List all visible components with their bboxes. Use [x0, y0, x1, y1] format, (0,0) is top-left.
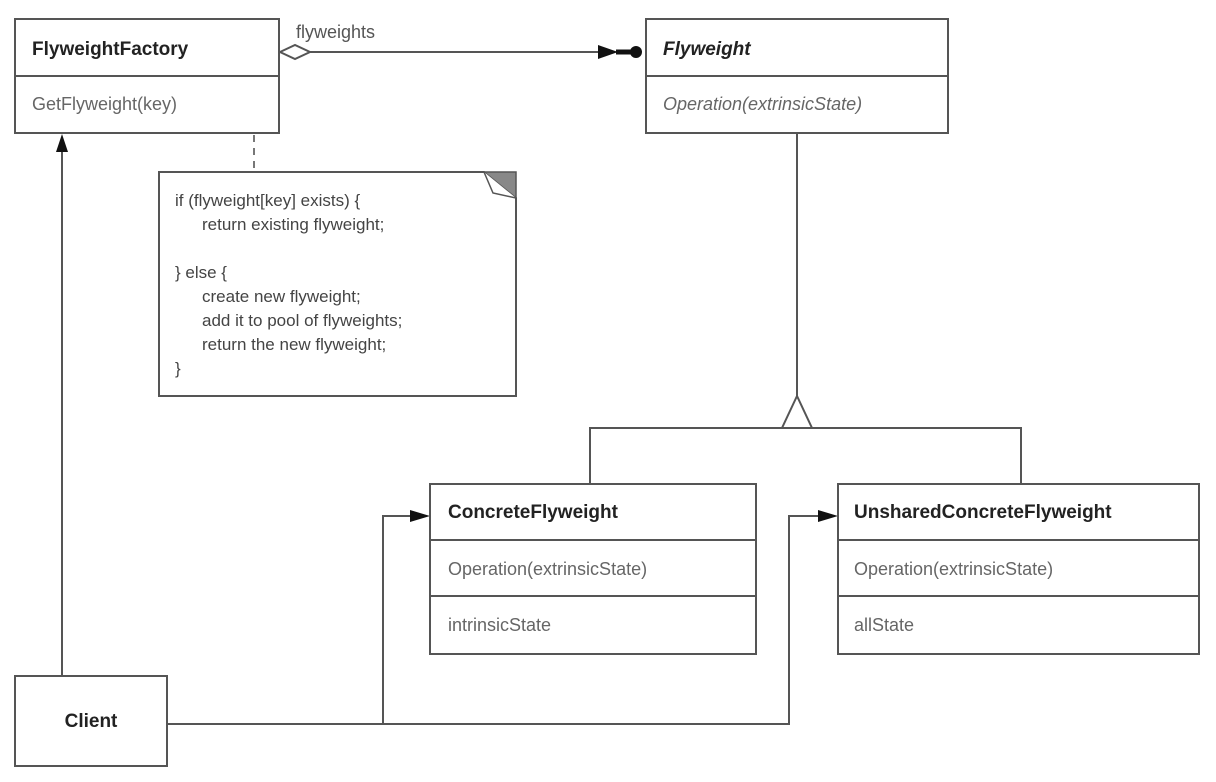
operation-get-flyweight: GetFlyweight(key) — [32, 94, 177, 114]
note-line-7: return the new flyweight; — [202, 335, 386, 354]
operation-operation: Operation(extrinsicState) — [448, 559, 647, 579]
generalization-branches — [589, 427, 1022, 484]
arrowhead-icon — [818, 510, 838, 522]
note-line-5: create new flyweight; — [202, 287, 361, 306]
association-client-factory — [56, 134, 68, 676]
generalization-tree — [589, 134, 1022, 484]
operation-operation: Operation(extrinsicState) — [854, 559, 1053, 579]
class-name: ConcreteFlyweight — [448, 502, 619, 523]
attribute-intrinsic-state: intrinsicState — [448, 615, 551, 635]
note-line-2: return existing flyweight; — [202, 215, 384, 234]
note-line-1: if (flyweight[key] exists) { — [175, 191, 360, 210]
class-concrete-flyweight[interactable]: ConcreteFlyweight Operation(extrinsicSta… — [429, 483, 757, 655]
class-unshared-concrete-flyweight[interactable]: UnsharedConcreteFlyweight Operation(extr… — [837, 483, 1200, 655]
note-fold-flap — [483, 171, 517, 199]
class-name: Flyweight — [663, 39, 751, 60]
association-line-concrete — [382, 515, 412, 724]
class-name: UnsharedConcreteFlyweight — [854, 502, 1112, 523]
note-get-flyweight: if (flyweight[key] exists) { return exis… — [158, 171, 517, 397]
note-line-8: } — [175, 359, 181, 378]
attribute-all-state: allState — [854, 615, 914, 635]
note-line: if (flyweight[key] exists) { — [175, 191, 360, 210]
arrowhead-icon — [410, 510, 430, 522]
aggregation-label: flyweights — [296, 22, 375, 42]
class-client[interactable]: Client — [14, 675, 168, 767]
class-name: FlyweightFactory — [32, 39, 189, 60]
operation-operation: Operation(extrinsicState) — [663, 94, 862, 114]
arrowhead-icon — [598, 45, 618, 59]
note-line-6: add it to pool of flyweights; — [202, 311, 402, 330]
class-name: Client — [65, 711, 118, 732]
class-box — [14, 675, 168, 767]
note-box — [158, 171, 517, 397]
class-flyweight-factory[interactable]: FlyweightFactory GetFlyweight(key) — [14, 18, 280, 134]
association-client-concretes — [168, 510, 838, 725]
inheritance-triangle-icon — [780, 393, 814, 429]
note-line-4: } else { — [175, 263, 227, 282]
association-line-unshared — [168, 515, 820, 725]
aggregation-diamond-icon — [277, 43, 313, 61]
class-flyweight[interactable]: Flyweight Operation(extrinsicState) — [645, 18, 949, 134]
aggregation-flyweights: flyweights — [277, 22, 642, 61]
class-box — [837, 483, 1200, 655]
class-box — [429, 483, 757, 655]
arrowhead-icon — [56, 134, 68, 152]
